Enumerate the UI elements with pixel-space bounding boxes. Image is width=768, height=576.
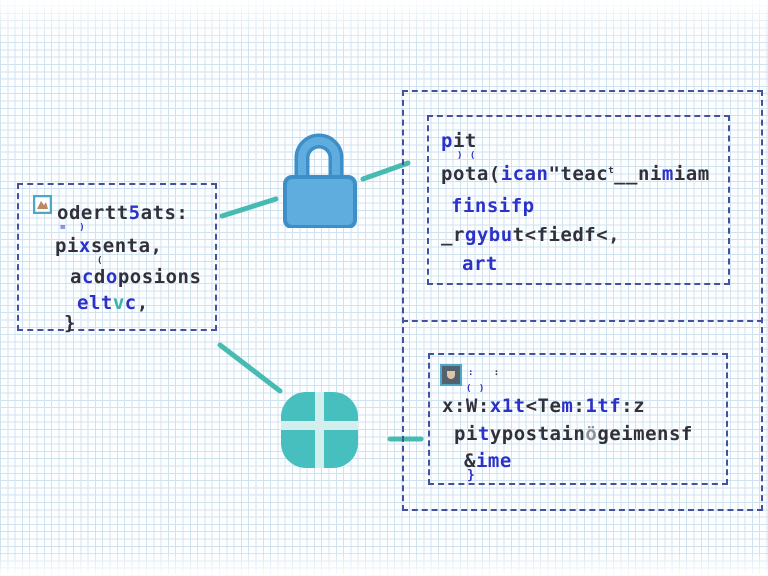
photo-icon <box>33 195 52 214</box>
code-segment: , <box>136 292 149 314</box>
code-segment: t <box>477 423 490 445</box>
lock-icon <box>278 128 360 228</box>
code-segment: m <box>661 163 674 185</box>
code-segment: 1tf <box>585 395 622 417</box>
code-segment: <fiedf<, <box>524 224 621 246</box>
code-line: _rgybut<fiedf<, <box>441 225 728 245</box>
code-segment <box>474 368 493 378</box>
code-line: pota(ican"teact__nimiam <box>441 161 728 184</box>
code-segment: ats: <box>140 202 189 224</box>
code-segment: ni <box>638 163 662 185</box>
code-line: finsifp <box>441 196 728 216</box>
code-line: art <box>441 254 728 274</box>
code-segment: = ) <box>60 223 86 233</box>
code-segment: senta, <box>90 235 163 257</box>
code-line: &ime <box>442 451 726 471</box>
code-segment: o <box>105 266 118 288</box>
connector-line <box>219 196 279 219</box>
code-line: = ) <box>31 223 215 233</box>
code-segment: it <box>452 130 477 152</box>
code-line: pit <box>441 131 728 151</box>
code-segment: & <box>464 450 476 472</box>
code-line: ( ) <box>442 384 726 394</box>
code-segment: p <box>441 130 453 152</box>
code-segment: t <box>512 224 525 246</box>
code-segment: pi <box>454 423 478 445</box>
code-segment: ypostain <box>489 423 586 445</box>
window-icon <box>281 392 358 468</box>
code-segment: m <box>697 163 710 185</box>
code-segment: x1t <box>489 395 526 417</box>
code-segment: ( <box>97 256 104 266</box>
code-segment: art <box>462 253 498 275</box>
code-segment: v <box>112 292 125 314</box>
code-line: x:W:x1t<Tem:1tf:z <box>442 396 726 416</box>
code-segment: geimensf <box>597 423 693 445</box>
code-line: acdoposions <box>31 267 215 287</box>
code-segment: __ <box>614 163 638 185</box>
code-segment: : <box>493 368 501 378</box>
code-segment: ime <box>475 450 512 472</box>
code-segment: elt <box>77 292 113 314</box>
code-segment: finsifp <box>451 195 535 217</box>
code-line: odertt5ats: <box>31 203 215 223</box>
panel-divider <box>402 320 763 322</box>
code-segment: ia <box>673 163 698 185</box>
code-line: : : <box>442 368 726 378</box>
code-segment: " <box>548 163 561 185</box>
terminal-icon <box>440 364 462 386</box>
code-segment: : <box>573 395 586 417</box>
code-segment: _r <box>441 224 465 246</box>
code-line: } <box>31 313 215 333</box>
code-segment: <Te <box>525 395 562 417</box>
code-segment: ( ) <box>466 384 486 394</box>
code-segment: } <box>64 312 76 334</box>
code-segment: c <box>81 266 94 288</box>
code-line: pixsenta, <box>31 236 215 256</box>
code-line: ( <box>31 256 215 266</box>
code-segment: m <box>561 395 574 417</box>
code-segment: } <box>467 468 475 483</box>
code-line: eltvc, <box>31 293 215 313</box>
code-segment: a <box>70 266 82 288</box>
code-segment: posions <box>117 266 202 288</box>
code-segment: teac <box>560 163 609 185</box>
code-segment: ) ( <box>457 151 477 161</box>
code-segment: ican <box>500 163 549 185</box>
code-segment: odertt <box>57 202 129 224</box>
code-segment: x:W: <box>442 395 490 417</box>
right-panel-box <box>402 90 763 511</box>
code-line: pitypostainögeimensf <box>442 424 726 444</box>
code-segment: t <box>608 166 615 176</box>
code-segment: ö <box>585 423 598 445</box>
code-segment: d <box>93 266 106 288</box>
code-line: ) ( <box>441 151 728 161</box>
code-line: } <box>442 469 726 482</box>
code-segment: c <box>124 292 137 314</box>
code-segment: gybu <box>464 224 513 246</box>
code-segment: pi <box>55 235 79 257</box>
code-segment: : <box>468 368 475 378</box>
code-segment: :z <box>621 395 646 417</box>
code-segment: pota( <box>441 163 501 185</box>
code-segment: x <box>78 235 91 257</box>
connector-line <box>217 342 283 394</box>
code-segment: 5 <box>128 202 141 224</box>
